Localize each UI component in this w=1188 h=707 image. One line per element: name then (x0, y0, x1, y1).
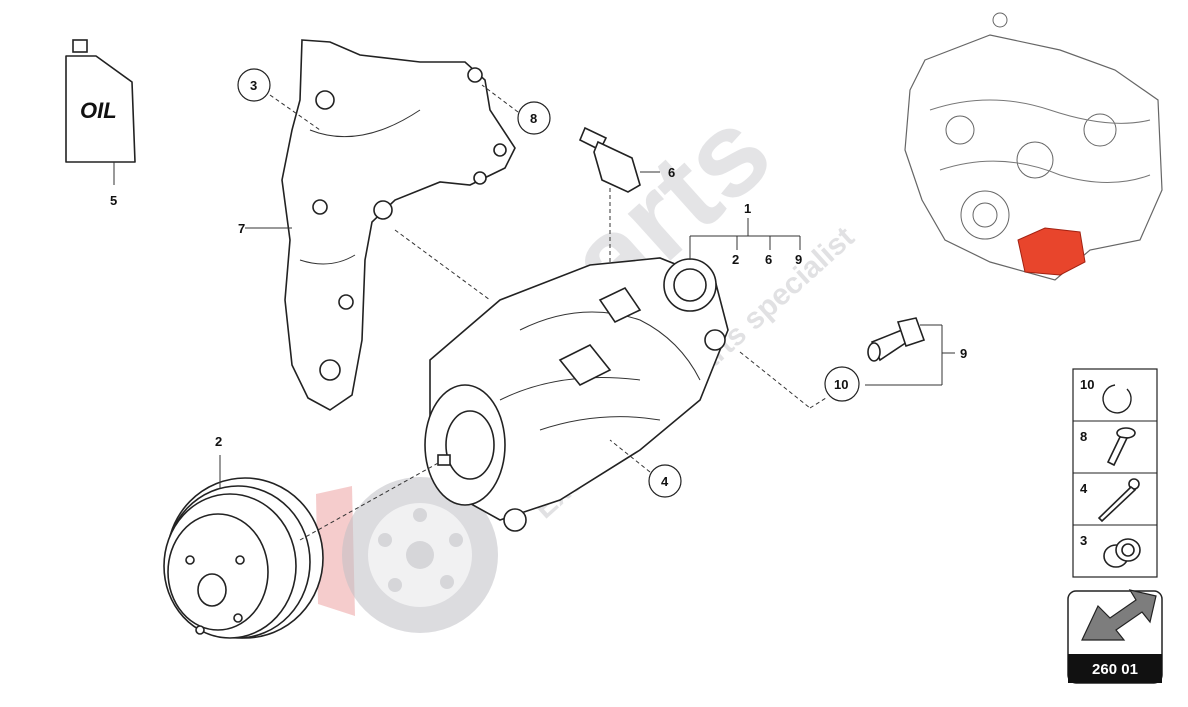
watermark-logo-icon (316, 477, 498, 633)
legend-number: 4 (1080, 481, 1088, 496)
drive-pulley[interactable]: 2 (163, 434, 441, 639)
callout-10-group[interactable]: 10 (824, 366, 860, 402)
page-nav-button[interactable]: 260 01 (1067, 589, 1163, 684)
ac-compressor[interactable] (394, 229, 729, 532)
bushing-icon (1103, 538, 1141, 568)
callout-6[interactable]: 6 (668, 165, 675, 180)
parts-legend: 10 8 4 3 (1072, 368, 1158, 578)
stud-bolt-icon (1106, 427, 1136, 467)
legend-item[interactable]: 10 (1080, 377, 1132, 414)
callout-5[interactable]: 5 (110, 193, 117, 208)
callout-2[interactable]: 2 (215, 434, 222, 449)
long-bolt-icon (1097, 478, 1140, 523)
callout-10[interactable]: 10 (834, 377, 848, 392)
callout-3-group[interactable]: 3 (237, 68, 321, 131)
engine-overview-image (904, 12, 1163, 281)
callout-8[interactable]: 8 (530, 111, 537, 126)
legend-number: 8 (1080, 429, 1087, 444)
callout-1[interactable]: 1 (744, 201, 751, 216)
legend-item[interactable]: 8 (1080, 427, 1136, 467)
highlighted-compressor (1017, 227, 1086, 276)
compressor-bracket[interactable]: 7 (238, 39, 516, 411)
callout-3[interactable]: 3 (250, 78, 257, 93)
callout-4-group[interactable]: 4 (609, 439, 682, 498)
callout-9[interactable]: 9 (960, 346, 967, 361)
legend-item[interactable]: 3 (1080, 533, 1141, 568)
callout-8-group[interactable]: 8 (481, 84, 551, 135)
circlip-icon (1102, 384, 1132, 414)
oil-label: OIL (80, 98, 117, 123)
legend-number: 10 (1080, 377, 1094, 392)
callout-1-group[interactable]: 1 2 6 9 (689, 201, 802, 267)
oil-can[interactable]: OIL 5 (65, 39, 136, 208)
callout-1-sub-2[interactable]: 2 (732, 252, 739, 267)
callout-4[interactable]: 4 (661, 474, 669, 489)
pressure-sensor[interactable]: 6 (578, 126, 675, 300)
arrow-icon (1081, 589, 1157, 641)
callout-7[interactable]: 7 (238, 221, 245, 236)
legend-item[interactable]: 4 (1080, 478, 1140, 523)
legend-number: 3 (1080, 533, 1087, 548)
callout-1-sub-6[interactable]: 6 (765, 252, 772, 267)
callout-1-sub-9[interactable]: 9 (795, 252, 802, 267)
nav-code: 260 01 (1092, 661, 1138, 678)
control-valve[interactable]: 9 (739, 317, 967, 409)
